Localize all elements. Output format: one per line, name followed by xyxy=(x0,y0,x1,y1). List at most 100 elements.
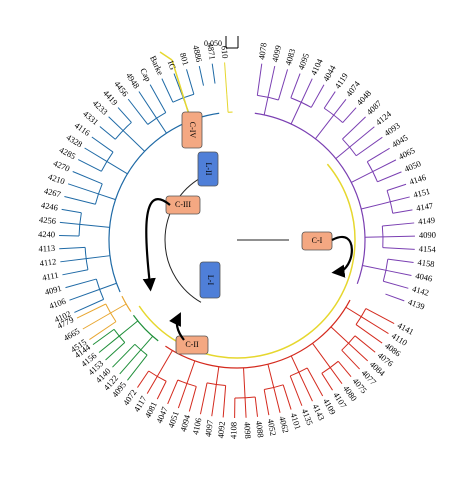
purple-subnode-stem xyxy=(264,97,268,115)
cluster-box-l-i: L-I xyxy=(200,262,220,298)
leaf-label: 4149 xyxy=(418,215,436,227)
cluster-label: L-II xyxy=(204,163,213,176)
leaf-branch xyxy=(355,336,375,352)
backbone-arc xyxy=(139,164,355,358)
purple-subnode-stem xyxy=(361,202,390,209)
leaf-label: 4139 xyxy=(407,297,426,312)
leaf-label: Cap xyxy=(138,66,153,83)
red-subnode-stem xyxy=(346,307,361,316)
cluster-label: L-I xyxy=(206,275,215,286)
leaf-branch xyxy=(373,160,396,172)
leaf-label: 4062 xyxy=(277,415,291,434)
leaf-branch xyxy=(139,91,157,118)
blue-subnode-stem xyxy=(107,161,128,173)
cluster-box-c-iii: C-III xyxy=(166,196,200,214)
cluster-box-c-ii: C-II xyxy=(176,336,208,354)
leaf-label: 4886 xyxy=(191,44,204,63)
red-subnode-stem xyxy=(216,367,219,385)
leaf-branch xyxy=(118,108,131,123)
leaf-label: 4090 xyxy=(419,230,436,240)
leaf-branch xyxy=(137,371,148,388)
leaf-branch xyxy=(385,294,404,301)
leaf-branch xyxy=(393,210,413,213)
red-subnode-stem xyxy=(157,351,172,377)
leaf-branch xyxy=(299,372,313,401)
leaf-branch xyxy=(74,299,103,312)
leaf-label: 4113 xyxy=(38,243,55,254)
cluster-markers: C-I C-II C-III C-IV L-I L-II xyxy=(146,112,352,354)
leaf-branch xyxy=(342,117,365,139)
leaf-branch xyxy=(187,69,194,94)
purple-subnode-stem xyxy=(291,102,301,124)
leaf-branch xyxy=(120,350,141,374)
leaf-branch xyxy=(343,108,356,123)
leaf-branch xyxy=(290,376,302,406)
leaf-branch xyxy=(301,79,312,103)
leaf-branch xyxy=(85,148,107,161)
leaf-label: 4142 xyxy=(411,284,430,298)
leaf-branch xyxy=(127,355,147,380)
leaf-label: 4240 xyxy=(38,229,55,239)
purple-subnode-stem xyxy=(336,147,350,158)
red-subnode-stem xyxy=(187,361,195,384)
leaf-label: 4050 xyxy=(403,158,423,174)
leaf-branch xyxy=(291,74,300,98)
leaf-branch xyxy=(350,127,375,147)
leaf-branch xyxy=(311,85,324,108)
leaf-branch xyxy=(92,137,113,152)
leaf-branch xyxy=(322,373,333,390)
leaf-branch xyxy=(390,197,409,202)
leaf-branch xyxy=(109,117,123,131)
leaf-branch xyxy=(223,386,225,418)
orange-clade-arc xyxy=(122,296,131,311)
leaf-branch xyxy=(69,289,99,300)
leaf-label: 4088 xyxy=(254,420,266,438)
leaf-branch xyxy=(356,137,382,155)
leaf-branch xyxy=(387,184,406,190)
c1-arrow xyxy=(332,237,352,272)
leaf-branch xyxy=(255,397,257,417)
red-subnode-stem xyxy=(244,368,246,398)
cluster-box-l-ii: L-II xyxy=(198,152,218,186)
red-clade-arc xyxy=(165,300,350,368)
red-subnode-stem xyxy=(268,364,274,387)
leaf-branch xyxy=(78,160,101,172)
leaf-branch xyxy=(77,304,106,318)
green-clade-arc xyxy=(133,315,158,341)
leaf-branch xyxy=(157,381,166,399)
cluster-box-c-i: C-I xyxy=(302,232,332,250)
leaf-branch xyxy=(324,92,335,109)
leaf-branch xyxy=(147,376,157,393)
leaf-branch xyxy=(178,384,187,409)
leaf-label: 4246 xyxy=(40,200,58,213)
orange-subnode-stem xyxy=(111,304,127,313)
leaf-branch xyxy=(62,209,82,212)
leaf-label: 4154 xyxy=(419,243,437,254)
red-subnode-stem xyxy=(313,343,331,367)
leaf-branch xyxy=(377,172,401,182)
leaf-branch xyxy=(383,236,415,237)
leaf-label: 4065 xyxy=(397,145,417,162)
leaf-branch xyxy=(100,127,115,140)
leaf-label: 4106 xyxy=(190,417,203,436)
leaf-label: 4098 xyxy=(242,421,253,438)
leaf-branch xyxy=(383,281,408,288)
blue-subnode-stem xyxy=(100,283,117,289)
leaf-branch xyxy=(225,62,227,94)
leaf-branch xyxy=(128,99,148,124)
green-subnode-stem xyxy=(119,321,138,336)
leaf-branch xyxy=(278,69,287,100)
leaf-branch xyxy=(283,385,291,410)
leaf-branch xyxy=(388,259,414,262)
leaf-branch xyxy=(112,344,134,367)
leaf-branch xyxy=(150,85,166,113)
blue-subnode-stem xyxy=(80,224,110,227)
leaf-branch xyxy=(168,380,178,404)
cluster-box-c-iv: C-IV xyxy=(182,112,202,148)
leaf-branch xyxy=(212,64,215,84)
leaf-branch xyxy=(367,148,389,161)
leaf-label: 4078 xyxy=(256,42,268,60)
leaf-label: 4095 xyxy=(296,52,311,71)
